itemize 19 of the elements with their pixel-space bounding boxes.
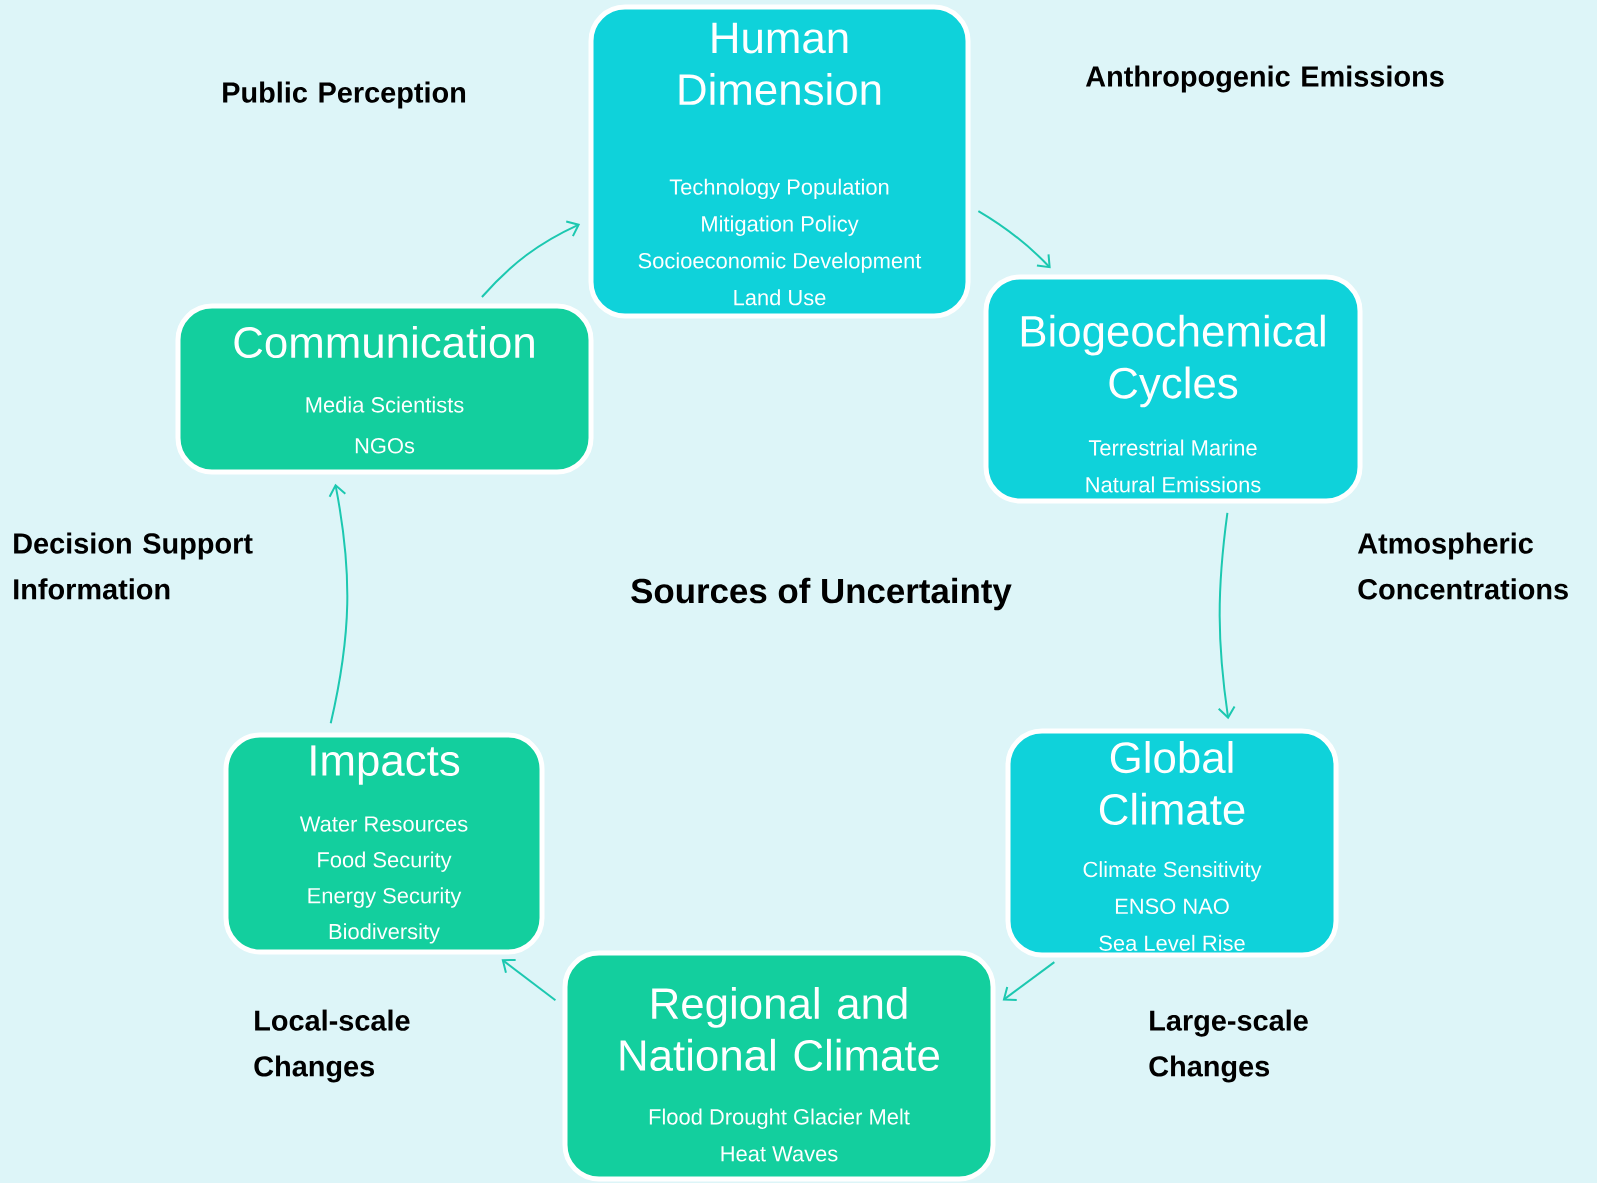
title: Sources of Uncertainty bbox=[631, 577, 1012, 611]
arrow bbox=[1217, 511, 1236, 720]
process-box: Impacts Water Resources Food Security Energy Security Biodiversity bbox=[223, 732, 545, 955]
arrow bbox=[1002, 961, 1056, 1001]
arrow bbox=[480, 220, 581, 298]
process-box: Regional and National Climate Flood Drought Glacier Melt Heat Waves bbox=[562, 950, 996, 1182]
stage-label: Atmospheric Concentrations bbox=[1357, 532, 1568, 600]
process-box: Biogeochemical Cycles Terrestrial Marine Natural Emissions bbox=[983, 274, 1363, 504]
arrow bbox=[501, 958, 557, 1002]
process-box: Global Climate Climate Sensitivity ENSO NAO Sea Level Rise bbox=[1005, 728, 1339, 958]
stage-label: Large-scale Changes bbox=[1149, 1009, 1308, 1083]
stage-label: Local-scale Changes bbox=[254, 1009, 410, 1083]
stage-label: Anthropogenic Emissions bbox=[1085, 65, 1444, 93]
stage-label: Public Perception bbox=[223, 81, 466, 109]
stage-label: Decision Support Information bbox=[14, 532, 253, 600]
process-box: Communication Media Scientists NGOs bbox=[175, 303, 594, 475]
arrow bbox=[977, 210, 1051, 269]
process-box: Human Dimension Technology Population Mitigation Policy Socioeconomic Development Land Use bbox=[588, 4, 971, 319]
arrow bbox=[328, 483, 349, 725]
